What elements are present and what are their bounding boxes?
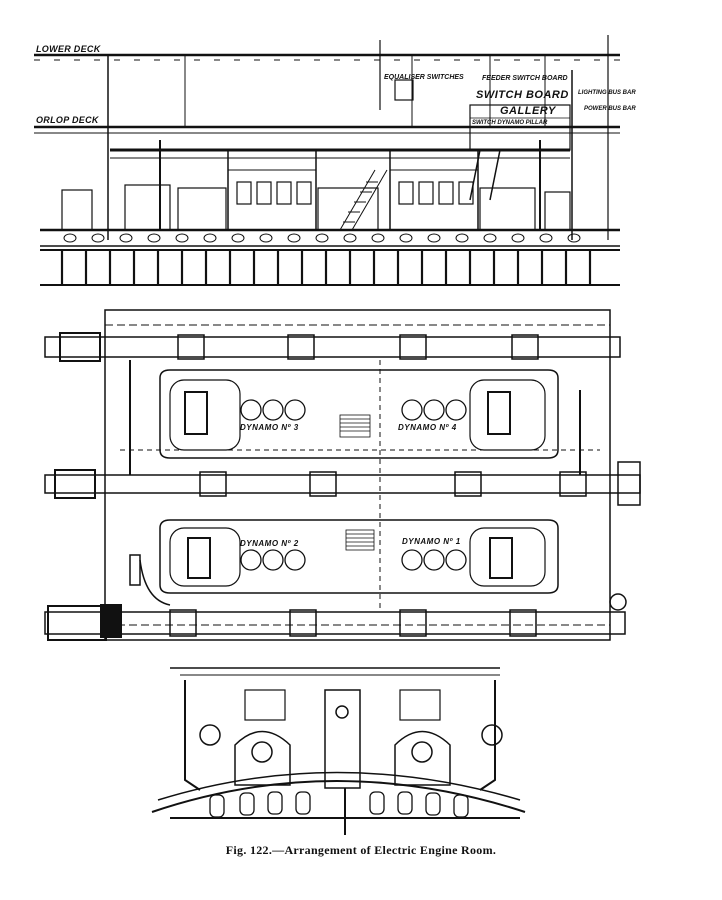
lighting-bus-bar-label: LIGHTING BUS BAR xyxy=(578,90,636,96)
dynamo-4-label: DYNAMO Nº 4 xyxy=(398,423,457,432)
dynamo-2-label: DYNAMO Nº 2 xyxy=(240,539,299,548)
switch-board-label: SWITCH BOARD xyxy=(476,89,569,101)
gallery-label: GALLERY xyxy=(500,105,557,117)
feeder-switch-board-label: FEEDER SWITCH BOARD xyxy=(482,75,568,82)
section-view xyxy=(151,667,526,835)
dynamo-3-label: DYNAMO Nº 3 xyxy=(240,423,299,432)
equaliser-switches-label: EQUALISER SWITCHES xyxy=(384,74,464,81)
figure-caption: Fig. 122.—Arrangement of Electric Engine… xyxy=(225,843,497,857)
orlop-deck-label: ORLOP DECK xyxy=(36,115,100,125)
power-bus-bar-label: POWER BUS BAR xyxy=(584,106,636,112)
lower-deck-label: LOWER DECK xyxy=(36,44,102,54)
elevation-view: LOWER DECK ORLOP DECK EQUALISER SWITCHES… xyxy=(34,35,636,286)
plan-view: DYNAMO Nº 3 DYNAMO Nº 4 DYNAMO Nº 2 DYNA… xyxy=(44,309,641,641)
dynamo-1-label: DYNAMO Nº 1 xyxy=(402,537,461,546)
switch-dynamo-pillar-label: SWITCH DYNAMO PILLAR xyxy=(472,120,548,126)
